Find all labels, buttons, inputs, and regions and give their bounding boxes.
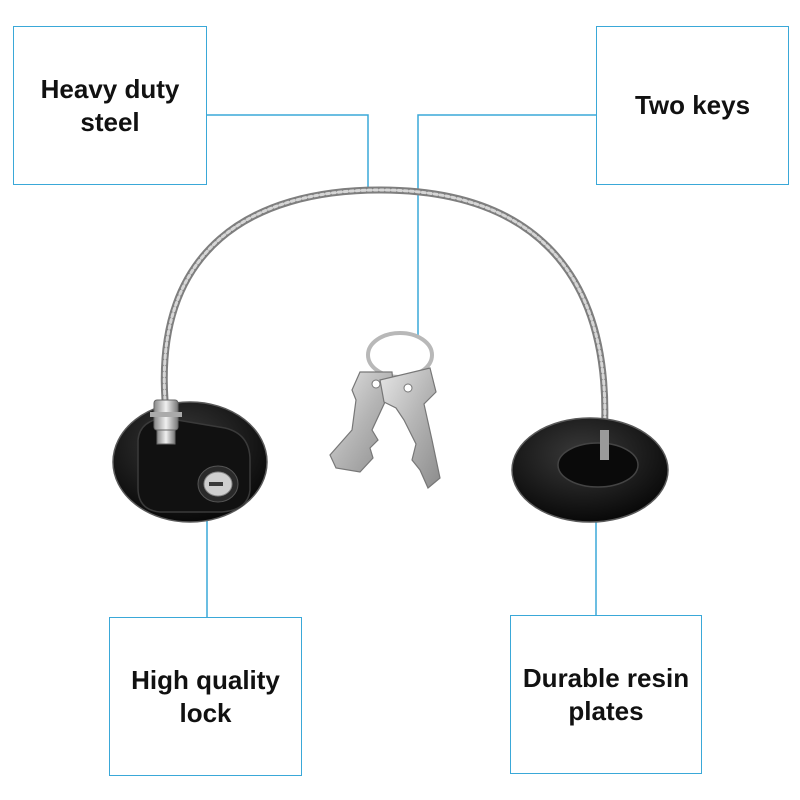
leader-line-steel (207, 114, 369, 190)
callout-text-steel: Heavy duty steel (40, 73, 180, 137)
leader-line-keys (417, 114, 596, 335)
callout-text-resin: Durable resin plates (522, 662, 690, 726)
callout-text-keys: Two keys (634, 90, 751, 120)
callout-high-quality-lock: High quality lock (109, 617, 302, 776)
receiver-plate-right (511, 417, 669, 523)
leader-lines (206, 114, 597, 617)
key-2 (379, 367, 441, 489)
callout-two-keys: Two keys (596, 26, 789, 185)
callout-durable-resin-plates: Durable resin plates (510, 615, 702, 774)
keys (329, 331, 441, 489)
callout-text-lock: High quality lock (131, 664, 280, 728)
steel-cable (160, 186, 609, 444)
cable-bolt (150, 399, 182, 445)
callout-heavy-duty-steel: Heavy duty steel (13, 26, 207, 185)
lock-plate-left (112, 399, 268, 523)
